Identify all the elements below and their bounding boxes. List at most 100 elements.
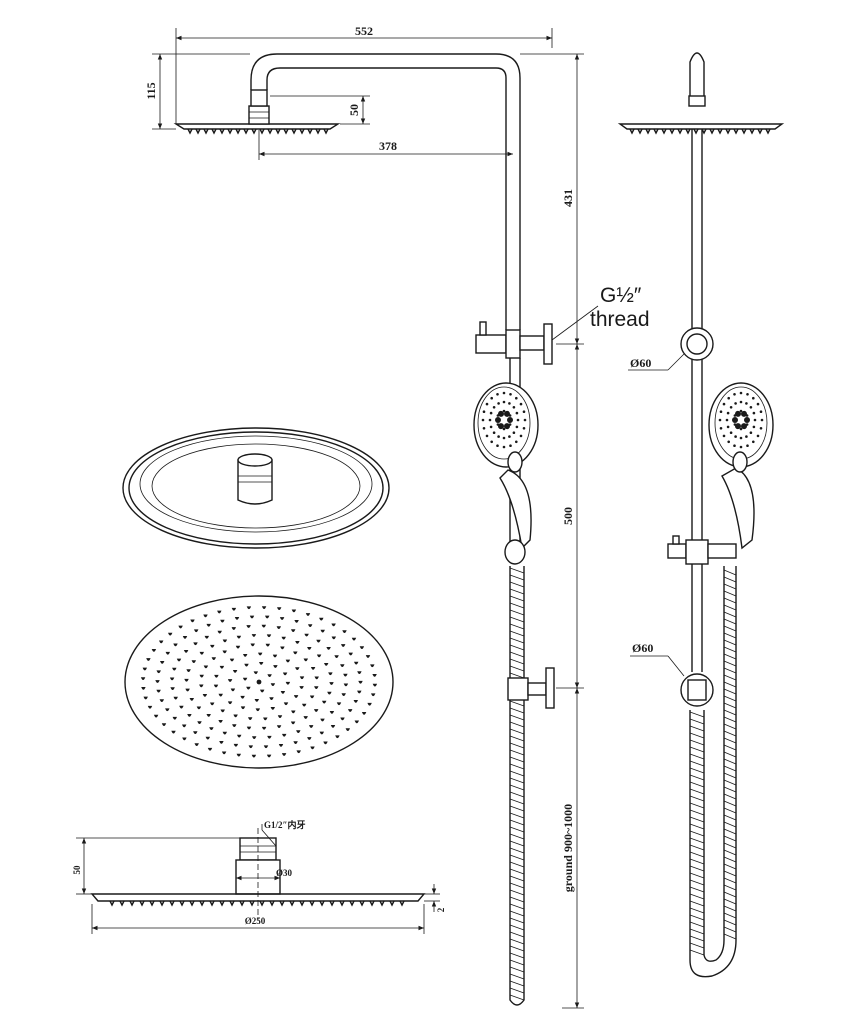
- nozzle-dot: [351, 637, 357, 641]
- hose-coil: [689, 858, 705, 865]
- nozzle-dot: [147, 705, 153, 709]
- hose-coil: [509, 784, 525, 791]
- nozzle-dot: [282, 672, 288, 676]
- hose-coil: [689, 907, 705, 914]
- hose-coil: [509, 581, 525, 588]
- nozzle-dot: [153, 714, 159, 718]
- nozzle-dot: [248, 717, 253, 721]
- hose-coil: [689, 788, 705, 795]
- nozzle-tooth: [299, 900, 305, 907]
- head-perspective: [122, 427, 390, 549]
- hose-coil: [689, 753, 705, 760]
- diverter-bracket: [475, 321, 553, 365]
- hose-coil: [723, 625, 737, 632]
- hose-coil: [509, 651, 525, 658]
- dimension-lines: [76, 28, 685, 1009]
- hose-coil: [723, 730, 737, 737]
- nozzle-dot: [234, 617, 240, 620]
- nozzle-dot: [310, 667, 316, 670]
- nozzle-tooth: [677, 128, 683, 135]
- spray-hole: [756, 434, 760, 438]
- nozzle-dot: [294, 620, 299, 623]
- spray-hole: [733, 393, 736, 396]
- spray-hole: [481, 418, 485, 422]
- nozzle-dot: [240, 695, 245, 699]
- lower-bracket: [507, 667, 555, 709]
- nozzle-dot: [169, 677, 175, 681]
- hose-coil: [509, 721, 525, 728]
- nozzle-tooth: [399, 900, 405, 907]
- nozzle-dot: [270, 683, 276, 686]
- nozzle-dot: [217, 610, 222, 614]
- nozzle-dot: [345, 728, 350, 732]
- nozzle-dot: [203, 614, 208, 618]
- spray-hole: [485, 434, 489, 438]
- nozzle-dot: [221, 751, 227, 755]
- dim-552: 552: [355, 24, 373, 38]
- hose-coil: [723, 912, 737, 919]
- nozzle-dot: [156, 689, 161, 693]
- hose-coil: [509, 819, 525, 826]
- hose-coil: [509, 665, 525, 672]
- hose-coil: [689, 711, 705, 718]
- nozzle-dot: [316, 639, 321, 643]
- nozzle-dot: [261, 606, 267, 609]
- nozzle-dot: [319, 617, 324, 621]
- hose-coil: [509, 742, 525, 749]
- hose-coil: [509, 833, 525, 840]
- spray-hole: [739, 391, 743, 395]
- nozzle-dot: [342, 630, 347, 633]
- nozzle-dot: [236, 753, 241, 757]
- nozzle-dot: [327, 691, 332, 695]
- spray-hole: [512, 406, 516, 409]
- hose-coil: [509, 917, 525, 924]
- spray-hole: [482, 410, 486, 414]
- nozzle-dot: [328, 672, 333, 676]
- nozzle-tooth: [309, 900, 315, 907]
- nozzle-dot: [348, 652, 353, 656]
- hose-coil: [723, 744, 737, 751]
- spray-hole: [722, 434, 726, 438]
- hose-coil: [723, 751, 737, 758]
- hose-coil: [723, 569, 737, 576]
- nozzle-tooth: [765, 128, 771, 135]
- dim-dia60-top: Ø60: [630, 356, 651, 370]
- nozzle-dot: [217, 630, 222, 634]
- spray-hole: [488, 418, 492, 422]
- thread-label-line2: thread: [590, 308, 650, 331]
- nozzle-dot: [222, 639, 228, 643]
- nozzle-dot: [261, 726, 267, 730]
- spray-hole: [760, 418, 764, 422]
- hose-coil: [689, 865, 705, 872]
- nozzle-dot: [251, 634, 257, 637]
- nozzle-dot: [280, 691, 286, 694]
- hose-coil: [509, 595, 525, 602]
- nozzle-dot: [343, 683, 349, 687]
- spray-hole: [502, 400, 506, 404]
- nozzle-tooth: [319, 900, 325, 907]
- nozzle-dot: [307, 647, 312, 650]
- nozzle-dot: [246, 686, 251, 690]
- nozzle-dot: [334, 655, 339, 659]
- nozzle-dot: [182, 636, 188, 639]
- dim-500: 500: [561, 507, 575, 525]
- spray-hole-large: [735, 423, 741, 430]
- nozzle-dot: [204, 635, 209, 639]
- hose-coil: [689, 739, 705, 746]
- hose-coil: [689, 718, 705, 725]
- nozzle-dot: [230, 688, 236, 692]
- spray-hole: [502, 427, 506, 431]
- spray-hole: [719, 410, 723, 414]
- hose-coil: [723, 814, 737, 821]
- hose-coil: [689, 921, 705, 928]
- hose-coil: [689, 942, 705, 949]
- nozzle-tooth: [219, 900, 225, 907]
- nozzle-tooth: [653, 128, 659, 135]
- nozzle-dot: [348, 709, 353, 712]
- spray-hole: [509, 444, 512, 448]
- nozzle-tooth: [283, 128, 289, 135]
- nozzle-dot: [266, 634, 272, 638]
- nozzle-tooth: [203, 128, 209, 135]
- hose-coil: [509, 609, 525, 616]
- nozzle-tooth: [359, 900, 365, 907]
